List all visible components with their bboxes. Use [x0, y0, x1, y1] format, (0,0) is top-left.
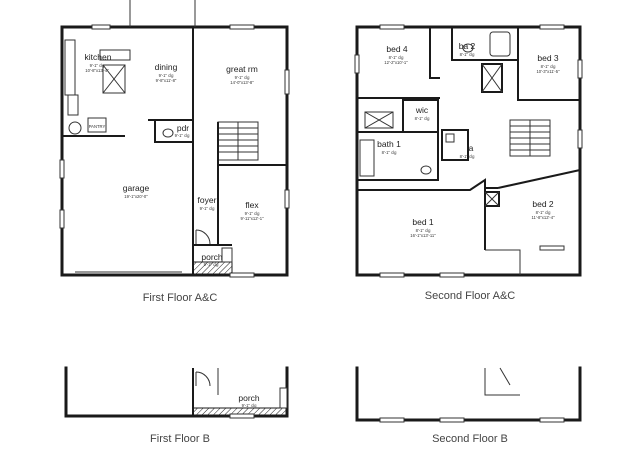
- caption-second-floor-b: Second Floor B: [432, 433, 508, 445]
- room-dim-dining: 9'-1" clg: [159, 73, 175, 78]
- room-dim-bed2: 8'-1" clg: [536, 210, 552, 215]
- room-dim-flex: 9'-1" clg: [245, 211, 261, 216]
- room-dim-kitchen: 9'-1" clg: [90, 63, 106, 68]
- room-dim-great-rm: 9'-1" clg: [235, 75, 251, 80]
- room-label-wic: wic: [415, 105, 429, 115]
- first-floor-b-plan: porch 9'-1" clg: [64, 366, 289, 419]
- room-size-bed4: 12'-2"x10'-1": [384, 60, 408, 65]
- room-dim-bed3: 8'-1" clg: [541, 64, 557, 69]
- room-label-great-rm: great rm: [226, 64, 258, 74]
- room-dim-la: 8'-1" clg: [460, 154, 476, 159]
- room-size-bed3: 10'-3"x11'-5": [536, 69, 560, 74]
- room-dim-porch-b: 9'-1" clg: [242, 403, 258, 408]
- second-floor-ac-plan: [354, 24, 583, 278]
- room-size-bed1: 16'-1"x13'-11": [410, 233, 436, 238]
- room-label-la: la: [467, 143, 474, 153]
- room-size-flex: 9'-11"x12'-1": [240, 216, 264, 221]
- room-dim-foyer: 9'-1" clg: [200, 206, 216, 211]
- room-label-ba2: ba 2: [459, 41, 476, 51]
- room-size-great-rm: 14'-0"x13'-8": [230, 80, 254, 85]
- room-label-bed3: bed 3: [537, 53, 559, 63]
- room-size-kitchen: 10'-8"x13'-4": [85, 68, 109, 73]
- room-dim-bath1: 8'-1" clg: [382, 150, 398, 155]
- room-size-garage: 19'-1"x20'-0": [124, 194, 148, 199]
- room-size-dining: 9'-8"x11'-8": [156, 78, 177, 83]
- room-label-porch: porch: [201, 252, 223, 262]
- room-size-bed2: 11'-8"x12'-4": [531, 215, 555, 220]
- caption-first-floor-ac: First Floor A&C: [142, 292, 218, 304]
- room-label-foyer: foyer: [198, 195, 217, 205]
- room-dim-wic: 8'-1" clg: [415, 116, 431, 121]
- room-label-dining: dining: [155, 62, 178, 72]
- room-label-garage: garage: [123, 183, 150, 193]
- second-floor-b-plan: [355, 366, 582, 423]
- first-floor-labels: kitchen 9'-1" clg 10'-8"x13'-4" dining 9…: [85, 52, 265, 267]
- room-dim-ba2: 8'-1" clg: [460, 52, 476, 57]
- room-label-flex: flex: [245, 200, 259, 210]
- room-label-bed1: bed 1: [412, 217, 434, 227]
- room-label-kitchen: kitchen: [85, 52, 112, 62]
- room-dim-pdr: 9'-1" clg: [175, 133, 191, 138]
- room-dim-bed1: 8'-1" clg: [416, 228, 432, 233]
- room-label-bed4: bed 4: [386, 44, 408, 54]
- first-floor-ac-plan: [59, 0, 290, 278]
- room-label-bed2: bed 2: [532, 199, 554, 209]
- second-floor-labels: bed 4 8'-1" clg 12'-2"x10'-1" ba 2 8'-1"…: [377, 41, 560, 238]
- room-label-porch-b: porch: [238, 393, 260, 403]
- caption-first-floor-b: First Floor B: [150, 433, 210, 445]
- room-dim-bed4: 8'-1" clg: [389, 55, 405, 60]
- room-label-pantry: PANTRY: [89, 124, 106, 129]
- caption-second-floor-ac: Second Floor A&C: [424, 290, 516, 302]
- room-label-bath1: bath 1: [377, 139, 401, 149]
- room-dim-porch: 9'-1" clg: [204, 262, 220, 267]
- room-label-pdr: pdr: [177, 123, 189, 133]
